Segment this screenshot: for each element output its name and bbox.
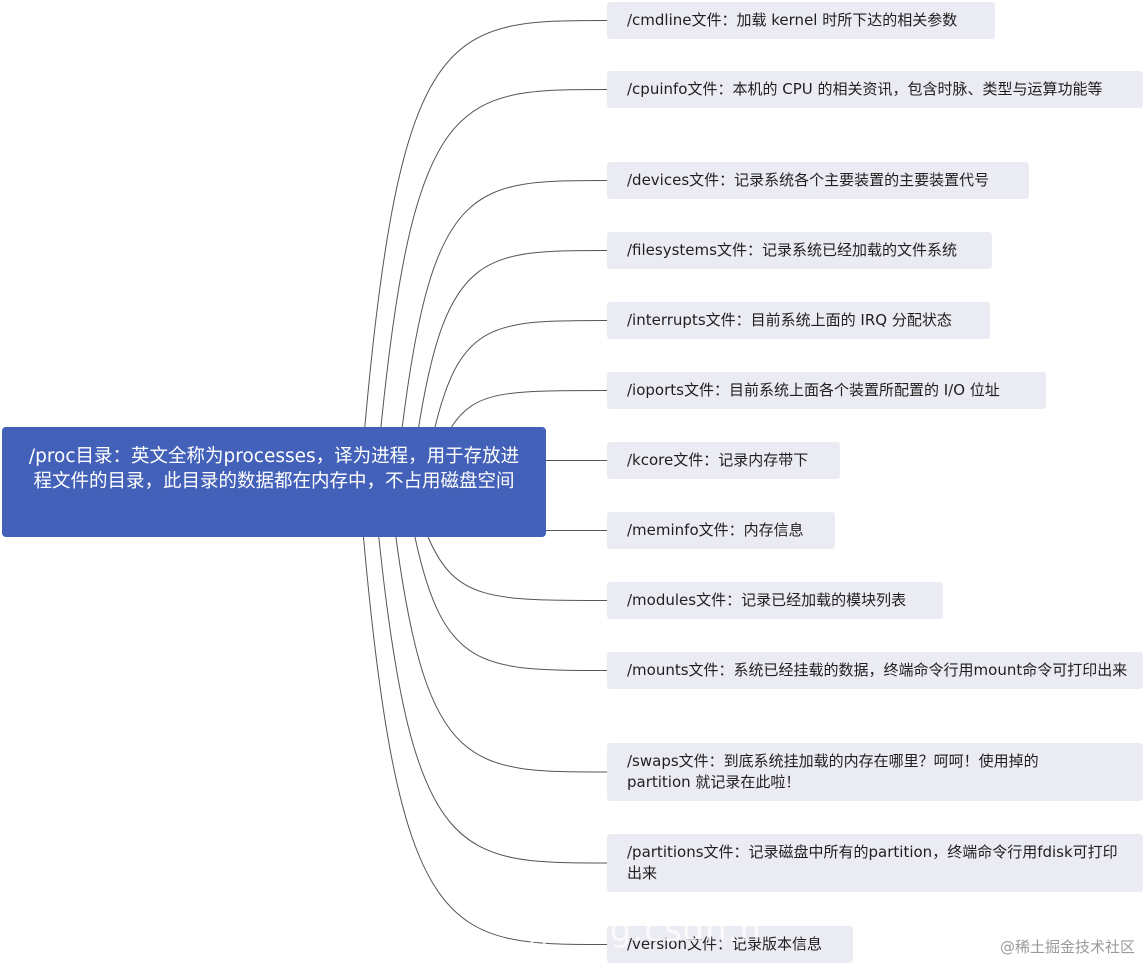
child-topic-label: /modules文件：记录已经加载的模块列表 (627, 591, 907, 609)
child-topic-label: /partitions文件：记录磁盘中所有的partition，终端命令行用fd… (627, 843, 1118, 882)
child-topic-label: /version文件：记录版本信息 (627, 935, 822, 953)
child-topic-label: /swaps文件：到底系统挂加载的内存在哪里？呵呵！使用掉的 partition… (627, 752, 1039, 791)
connector-line (414, 536, 608, 671)
child-topic-label: /meminfo文件：内存信息 (627, 521, 804, 539)
connector-line (434, 320, 608, 428)
child-topic-interrupts[interactable]: /interrupts文件：目前系统上面的 IRQ 分配状态 (607, 302, 990, 339)
child-topic-label: /ioports文件：目前系统上面各个装置所配置的 I/O 位址 (627, 381, 1000, 399)
root-topic[interactable]: /proc目录：英文全称为processes，译为进程，用于存放进程文件的目录，… (2, 427, 546, 537)
connector-line (364, 20, 608, 428)
child-topic-filesystems[interactable]: /filesystems文件：记录系统已经加载的文件系统 (607, 232, 992, 269)
connector-line (451, 390, 608, 428)
connector-line (418, 250, 608, 428)
child-topic-meminfo[interactable]: /meminfo文件：内存信息 (607, 512, 835, 549)
child-topic-label: /cmdline文件：加载 kernel 时所下达的相关参数 (627, 11, 958, 29)
child-topic-label: /kcore文件：记录内存带下 (627, 451, 809, 469)
child-topic-cmdline[interactable]: /cmdline文件：加载 kernel 时所下达的相关参数 (607, 2, 995, 39)
connector-line (401, 180, 608, 428)
connector-line (380, 89, 608, 428)
child-topic-mounts[interactable]: /mounts文件：系统已经挂载的数据，终端命令行用mount命令可打印出来 (607, 652, 1143, 689)
child-topic-devices[interactable]: /devices文件：记录系统各个主要装置的主要装置代号 (607, 162, 1029, 199)
child-topic-version[interactable]: /version文件：记录版本信息 (607, 926, 853, 963)
root-topic-label: /proc目录：英文全称为processes，译为进程，用于存放进程文件的目录，… (28, 446, 520, 492)
connector-line (362, 536, 608, 945)
child-topic-label: /cpuinfo文件：本机的 CPU 的相关资讯，包含时脉、类型与运算功能等 (627, 80, 1103, 98)
connector-line (378, 536, 608, 864)
connector-line (395, 536, 608, 773)
child-topic-swaps[interactable]: /swaps文件：到底系统挂加载的内存在哪里？呵呵！使用掉的 partition… (607, 743, 1143, 801)
watermark-url: //blog.csdn.n (530, 910, 763, 950)
child-topic-cpuinfo[interactable]: /cpuinfo文件：本机的 CPU 的相关资讯，包含时脉、类型与运算功能等 (607, 71, 1143, 108)
child-topic-modules[interactable]: /modules文件：记录已经加载的模块列表 (607, 582, 943, 619)
child-topic-label: /devices文件：记录系统各个主要装置的主要装置代号 (627, 171, 990, 189)
child-topic-kcore[interactable]: /kcore文件：记录内存带下 (607, 442, 840, 479)
child-topic-ioports[interactable]: /ioports文件：目前系统上面各个装置所配置的 I/O 位址 (607, 372, 1046, 409)
connector-line (427, 536, 608, 601)
child-topic-label: /mounts文件：系统已经挂载的数据，终端命令行用mount命令可打印出来 (627, 661, 1128, 679)
child-topic-label: /interrupts文件：目前系统上面的 IRQ 分配状态 (627, 311, 952, 329)
child-topic-partitions[interactable]: /partitions文件：记录磁盘中所有的partition，终端命令行用fd… (607, 834, 1143, 892)
watermark-site: @稀土掘金技术社区 (999, 938, 1135, 956)
child-topic-label: /filesystems文件：记录系统已经加载的文件系统 (627, 241, 957, 259)
